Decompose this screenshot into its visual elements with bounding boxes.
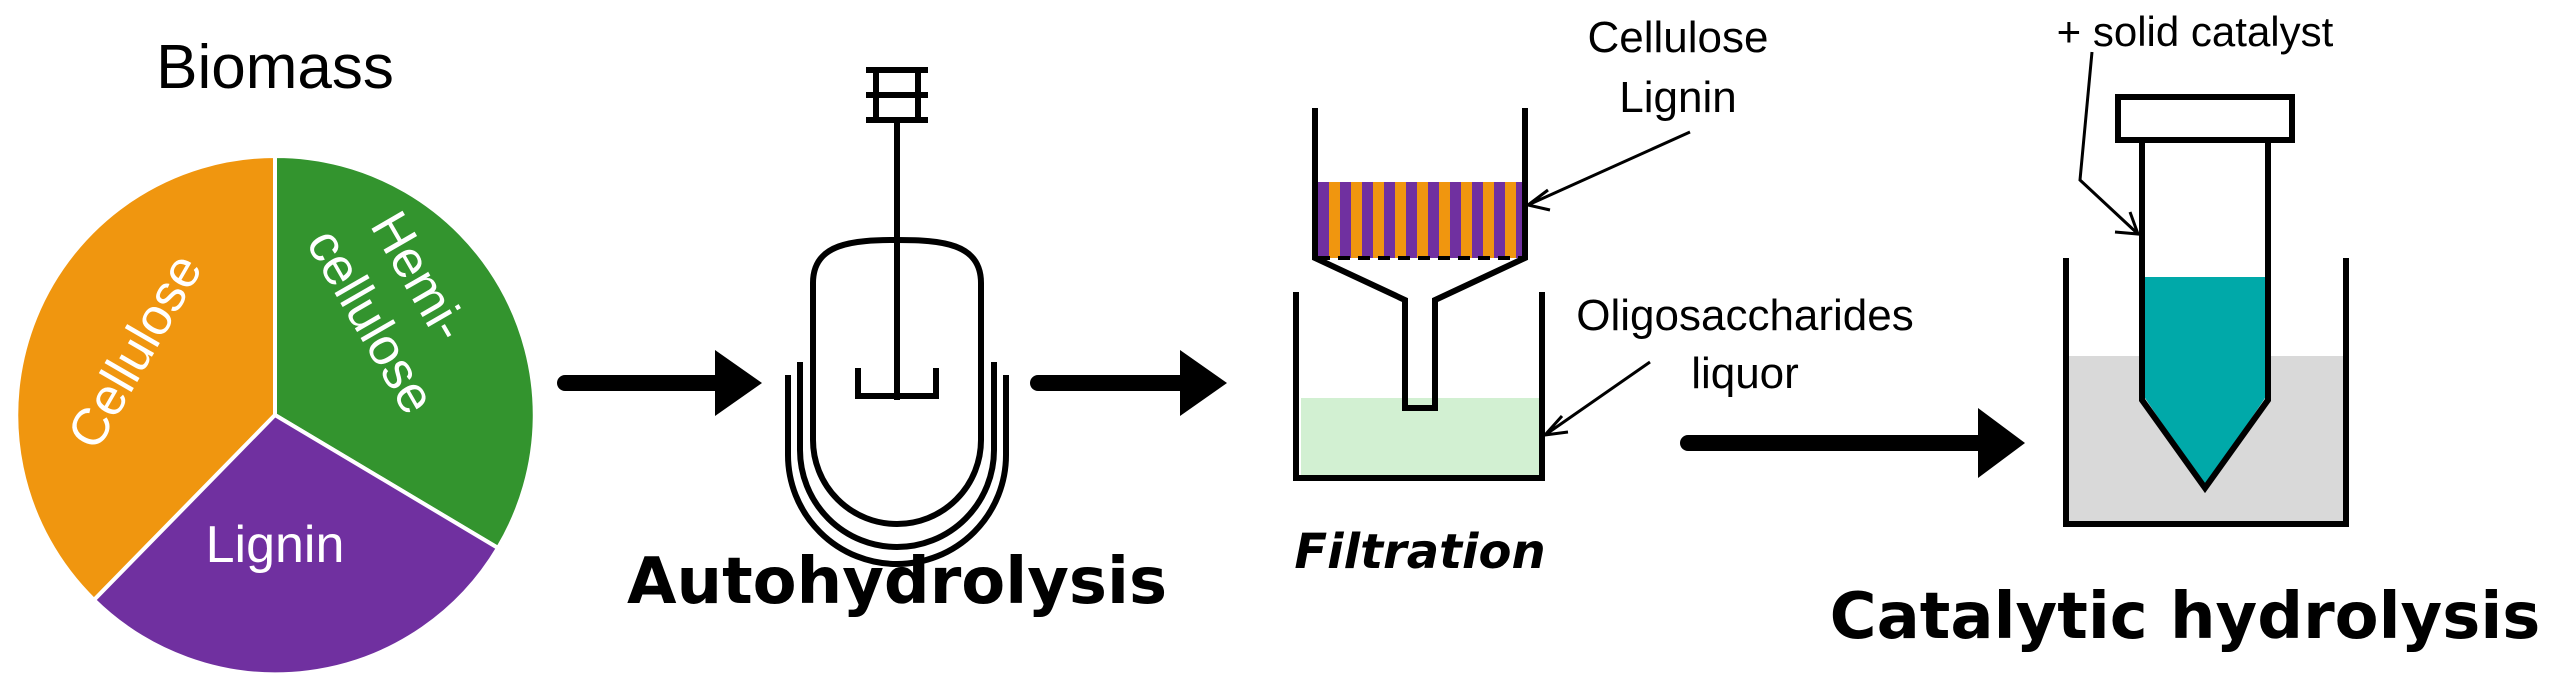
catalytic-setup xyxy=(2063,94,2349,527)
pie-label-lignin: Lignin xyxy=(206,516,345,574)
biomass-title: Biomass xyxy=(156,33,394,102)
arrow-icon xyxy=(1030,350,1227,416)
solids-label-lignin: Lignin xyxy=(1619,73,1736,122)
arrow-icon xyxy=(1680,408,2025,478)
biomass-pie: Cellulose Hemi- cellulose Lignin xyxy=(14,153,537,677)
test-tube-icon xyxy=(2139,140,2271,494)
liquor-pointer xyxy=(1541,360,1651,438)
pie-slice-lignin xyxy=(91,412,501,677)
pie-slice-hemicellulose xyxy=(273,153,537,551)
reactor-icon xyxy=(785,67,1009,567)
stage-label-autohydrolysis: Autohydrolysis xyxy=(627,545,1167,619)
tube-cap xyxy=(2115,94,2295,143)
liquor-label-line2: liquor xyxy=(1691,349,1799,398)
filtration-setup xyxy=(1293,108,1545,481)
bath-container-icon xyxy=(2063,258,2349,527)
catalyst-pointer xyxy=(2078,51,2141,236)
tube-liquid xyxy=(2145,277,2265,487)
filter-cake xyxy=(1318,182,1522,258)
solids-label-cellulose: Cellulose xyxy=(1588,13,1769,62)
liquor-label-line1: Oligosaccharides xyxy=(1576,291,1914,340)
solids-pointer xyxy=(1524,130,1691,212)
stage-label-filtration: Filtration xyxy=(1294,524,1545,580)
arrow-icon xyxy=(557,350,762,416)
stage-label-catalytic: Catalytic hydrolysis xyxy=(1830,580,2541,654)
funnel-icon xyxy=(1312,108,1528,411)
pie-slice-cellulose xyxy=(14,153,277,603)
beaker-icon xyxy=(1293,292,1545,481)
catalyst-annotation: + solid catalyst xyxy=(2057,8,2334,55)
